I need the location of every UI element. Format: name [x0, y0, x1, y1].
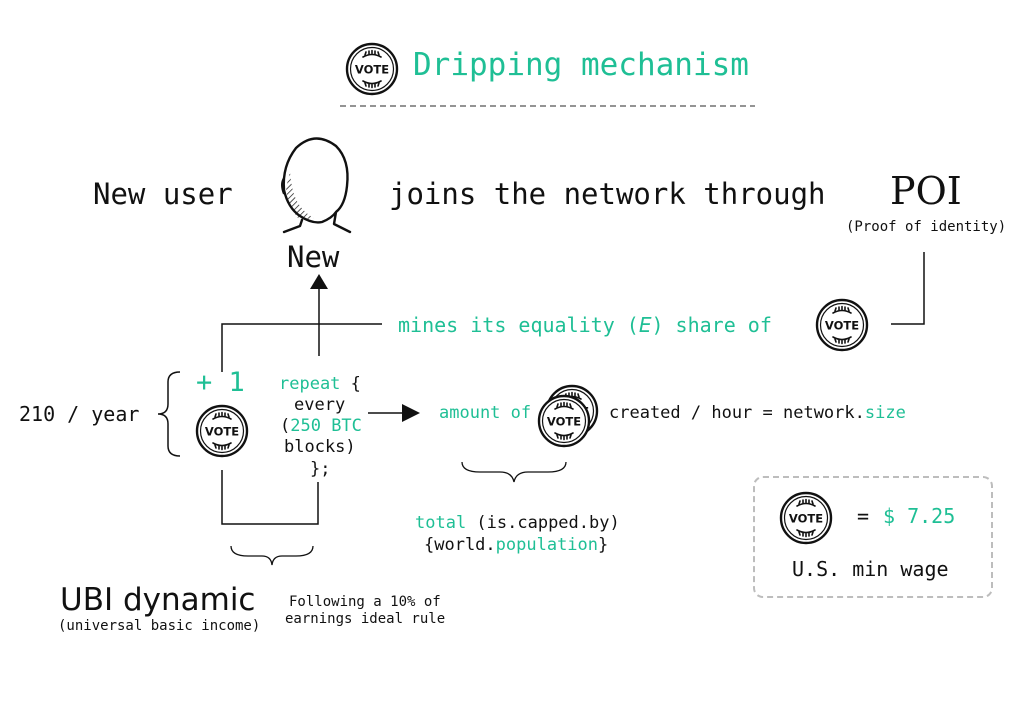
page-title: Dripping mechanism: [413, 47, 749, 83]
human-head-icon: [281, 137, 352, 234]
ubi-subtitle: (universal basic income): [58, 618, 261, 634]
loop-connector: [221, 470, 319, 525]
amount-vote-coin-front-icon: VOTE: [537, 394, 591, 452]
new-label: New: [287, 240, 340, 274]
mines-text-pre: mines its equality (: [398, 313, 639, 337]
mines-text: mines its equality (E) share of: [398, 315, 772, 335]
coin-label: VOTE: [547, 415, 581, 429]
new-user-text: New user: [93, 177, 233, 211]
wage-equals: =: [857, 504, 870, 528]
repeat-keyword: repeat: [279, 374, 341, 394]
wage-value: $ 7.25: [883, 504, 956, 528]
poi-label: POI: [890, 169, 962, 213]
population-text: population: [495, 535, 599, 555]
coin-label: VOTE: [789, 512, 823, 526]
arrow-right-icon: [402, 404, 420, 422]
repeat-close: };: [310, 459, 331, 479]
world-line: {world.population}: [424, 537, 608, 554]
total-keyword: total: [415, 513, 467, 533]
coin-label: VOTE: [355, 63, 389, 77]
rule-line-2: earnings ideal rule: [285, 611, 446, 627]
plus-one-vote-coin-icon: VOTE: [195, 404, 249, 462]
wage-vote-coin-icon: VOTE: [779, 491, 833, 549]
poi-connector: [891, 252, 925, 325]
blocks-number: 250 BTC: [290, 416, 362, 436]
rule-line-1: Following a 10% of: [289, 594, 441, 610]
ubi-title: UBI dynamic: [60, 582, 256, 618]
plus-one-text: + 1: [196, 367, 245, 398]
wage-label: U.S. min wage: [792, 557, 949, 581]
poi-subtitle: (Proof of identity): [846, 219, 1007, 235]
mines-vote-coin-icon: VOTE: [815, 298, 869, 356]
title-vote-coin-icon: VOTE: [345, 42, 399, 100]
size-text: size: [864, 403, 906, 423]
created-text: created / hour = network.: [609, 403, 865, 423]
loop-curly-brace-icon: [230, 545, 314, 566]
created-line: created / hour = network.size: [609, 405, 906, 422]
world-text: {world.: [424, 535, 496, 555]
joins-network-text: joins the network through: [389, 177, 826, 211]
world-end: }: [598, 535, 609, 555]
rate-text: 210 / year: [19, 402, 140, 426]
coin-label: VOTE: [825, 319, 859, 333]
coin-label: VOTE: [205, 425, 239, 439]
min-wage-box: [753, 476, 993, 598]
equality-symbol: E: [638, 313, 652, 337]
blocks-text: blocks): [284, 437, 356, 457]
amount-curly-brace-icon: [461, 461, 567, 483]
left-curly-brace-icon: [157, 371, 181, 457]
blocks-num-line: (250 BTC: [280, 418, 362, 435]
amount-of-text: amount of: [439, 403, 532, 423]
arrow-up-icon: [310, 274, 328, 289]
capped-text: (is.capped.by): [466, 513, 620, 533]
repeat-line: repeat {: [279, 376, 361, 393]
mines-connector: [221, 323, 382, 372]
blocks-paren: (: [280, 416, 291, 436]
mines-text-post: ) share of: [651, 313, 772, 337]
total-line: total (is.capped.by): [415, 515, 620, 532]
repeat-brace: {: [340, 374, 361, 394]
every-text: every: [294, 395, 346, 415]
